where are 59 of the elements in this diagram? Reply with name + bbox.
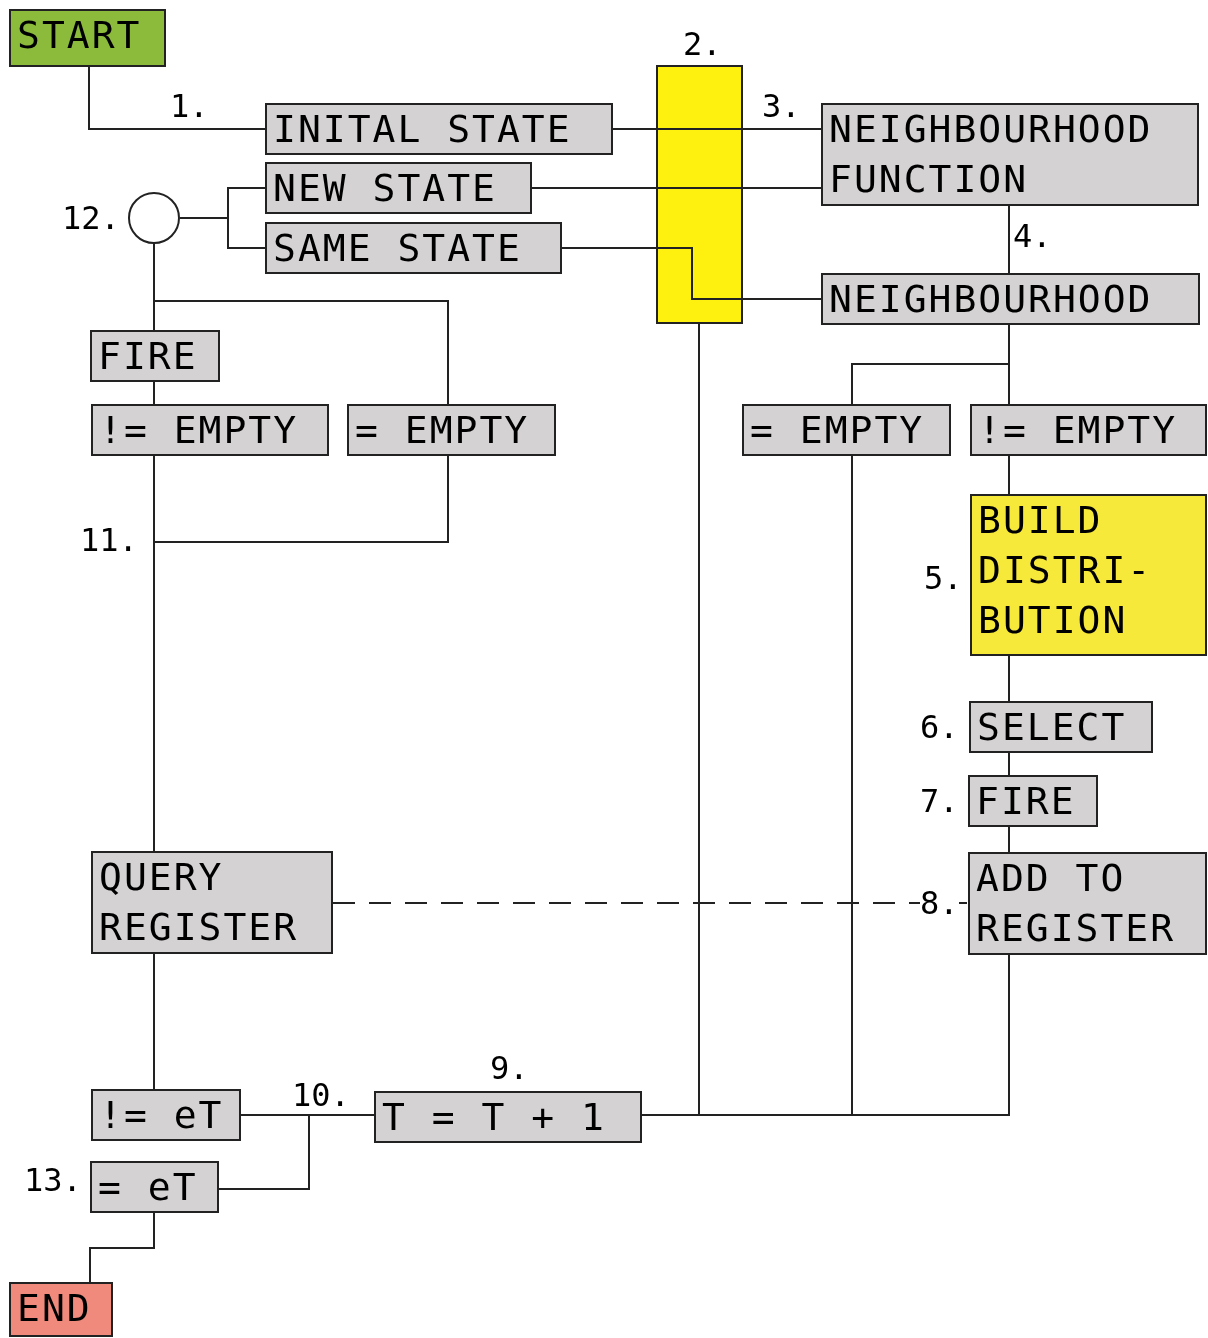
connector-line bbox=[742, 187, 822, 189]
connector-line bbox=[561, 247, 657, 249]
box-label: START bbox=[17, 12, 143, 59]
box-label: NEIGHBOURHOOD bbox=[829, 276, 1154, 323]
process-box bbox=[968, 852, 1207, 955]
connector-line bbox=[153, 381, 155, 405]
connector-line bbox=[1008, 324, 1010, 405]
process-box bbox=[968, 775, 1098, 827]
box-label: = EMPTY bbox=[750, 407, 926, 454]
process-box bbox=[265, 162, 532, 214]
box-label: QUERY REGISTER bbox=[99, 854, 300, 951]
connector-line bbox=[1008, 205, 1010, 274]
process-box bbox=[90, 330, 220, 382]
bar-shape bbox=[656, 65, 743, 324]
box-label: != EMPTY bbox=[99, 407, 300, 454]
process-box bbox=[265, 222, 562, 274]
box-label: != eT bbox=[99, 1092, 225, 1139]
box-label: T = T + 1 bbox=[382, 1094, 607, 1141]
condition-box bbox=[970, 404, 1207, 456]
condition-box bbox=[742, 404, 951, 456]
connector-line bbox=[742, 128, 822, 130]
box-label: NEIGHBOURHOOD FUNCTION bbox=[829, 106, 1154, 203]
process-box bbox=[821, 273, 1200, 325]
end-box bbox=[9, 1282, 113, 1337]
box-label: FIRE bbox=[976, 778, 1077, 825]
box-label: INITAL STATE bbox=[273, 106, 573, 153]
process-box bbox=[265, 103, 613, 155]
box-label: END bbox=[17, 1285, 93, 1332]
condition-box bbox=[91, 1089, 241, 1141]
connector-line bbox=[179, 217, 266, 249]
box-label: SAME STATE bbox=[273, 225, 523, 272]
process-box bbox=[969, 701, 1153, 753]
connector-line bbox=[153, 953, 155, 1090]
connector-line bbox=[612, 128, 657, 130]
condition-box bbox=[90, 1161, 219, 1213]
condition-box bbox=[347, 404, 556, 456]
process-box bbox=[374, 1091, 642, 1143]
start-box bbox=[9, 9, 166, 67]
box-label: NEW STATE bbox=[273, 165, 498, 212]
condition-box bbox=[91, 404, 329, 456]
connector-line bbox=[1008, 752, 1010, 776]
connector-line bbox=[89, 1212, 155, 1283]
connector-line bbox=[742, 298, 822, 300]
box-label: ADD TO REGISTER bbox=[976, 855, 1177, 952]
connector-line bbox=[88, 66, 266, 130]
connector-line bbox=[1008, 655, 1010, 702]
box-label: = eT bbox=[98, 1164, 199, 1211]
box-label: = EMPTY bbox=[355, 407, 531, 454]
box-label: SELECT bbox=[977, 704, 1128, 751]
process-box bbox=[821, 103, 1199, 206]
process-box bbox=[91, 851, 333, 954]
process-box bbox=[970, 494, 1207, 656]
connector-line bbox=[531, 187, 657, 189]
box-label: != EMPTY bbox=[978, 407, 1179, 454]
connector-line bbox=[332, 902, 969, 904]
box-label: BUILD DISTRI- BUTION bbox=[978, 497, 1154, 644]
connector-line bbox=[1008, 455, 1010, 495]
connector-line bbox=[1008, 826, 1010, 853]
box-label: FIRE bbox=[98, 333, 199, 380]
